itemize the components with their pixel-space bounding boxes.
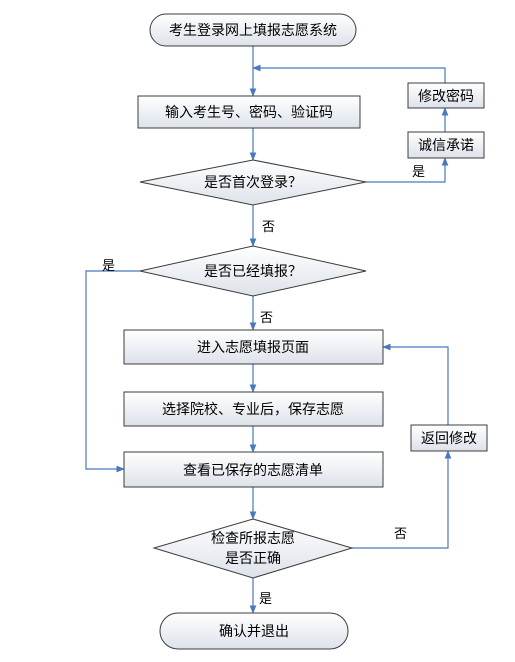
node-check-correct-label-line2: 是否正确 — [225, 551, 281, 567]
node-check-correct: 检查所报志愿 是否正确 — [152, 518, 354, 579]
node-confirm-exit-label: 确认并退出 — [219, 624, 289, 640]
edge-check-no-to-return — [352, 450, 452, 549]
edge-label-already-filled-yes: 是 — [102, 259, 115, 274]
node-enter-credentials-label: 输入考生号、密码、验证码 — [165, 104, 333, 121]
node-integrity-pledge: 诚信承诺 — [407, 131, 485, 159]
edge-label-first-login-yes: 是 — [412, 165, 425, 180]
node-integrity-pledge-label: 诚信承诺 — [418, 138, 474, 154]
node-view-list-label: 查看已保存的志愿清单 — [183, 463, 323, 479]
edge-already-filled-yes-to-view-list — [85, 270, 140, 473]
node-enter-credentials: 输入考生号、密码、验证码 — [137, 95, 361, 129]
node-enter-page: 进入志愿填报页面 — [123, 329, 384, 365]
node-check-correct-label-line1: 检查所报志愿 — [211, 531, 295, 547]
node-already-filled-label: 是否已经填报？ — [204, 264, 302, 280]
node-change-password-label: 修改密码 — [418, 88, 474, 105]
node-select-and-save: 选择院校、专业后，保存志愿 — [123, 391, 384, 427]
edges — [85, 46, 452, 614]
node-first-login-label: 是否首次登录？ — [204, 175, 302, 191]
node-select-and-save-label: 选择院校、专业后，保存志愿 — [162, 401, 344, 418]
edge-return-to-enter-page — [382, 343, 449, 425]
node-view-list: 查看已保存的志愿清单 — [123, 451, 384, 488]
edge-first-login-yes-to-pledge — [366, 157, 449, 183]
edge-label-first-login-no: 否 — [262, 220, 275, 235]
node-return-modify-label: 返回修改 — [421, 431, 477, 447]
node-return-modify: 返回修改 — [410, 424, 488, 452]
node-start: 考生登录网上填报志愿系统 — [149, 13, 357, 47]
node-first-login: 是否首次登录？ — [139, 159, 367, 206]
edge-label-already-filled-no: 否 — [260, 311, 273, 326]
node-already-filled: 是否已经填报？ — [139, 245, 367, 297]
node-change-password: 修改密码 — [407, 82, 485, 109]
node-enter-page-label: 进入志愿填报页面 — [197, 340, 309, 356]
edge-label-check-no: 否 — [394, 527, 407, 542]
edge-change-password-loop-back — [252, 64, 446, 83]
edge-label-check-yes: 是 — [259, 592, 272, 607]
node-start-label: 考生登录网上填报志愿系统 — [169, 23, 337, 39]
node-confirm-exit: 确认并退出 — [159, 612, 349, 650]
